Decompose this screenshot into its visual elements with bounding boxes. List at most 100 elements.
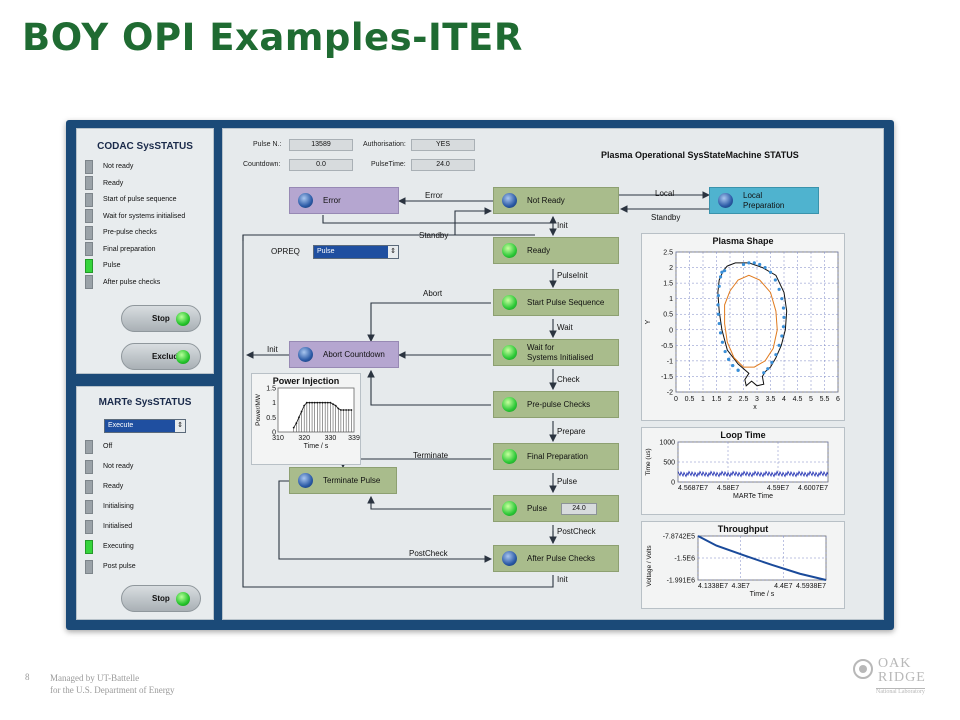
oak-leaf-icon <box>853 659 873 679</box>
status-led-icon <box>85 499 93 514</box>
data-point <box>766 367 770 371</box>
state-pre-pulse-checks[interactable]: Pre-pulse Checks <box>493 391 619 418</box>
marte-status-label: Post pulse <box>103 563 136 570</box>
data-point <box>781 325 786 329</box>
data-point <box>716 303 720 307</box>
state-indicator-icon <box>718 193 733 208</box>
x-axis-label: Time / s <box>304 443 329 450</box>
state-indicator-icon <box>502 449 517 464</box>
plasma-shape-title: Plasma Shape <box>712 236 774 246</box>
marte-stop-status-led <box>176 592 190 606</box>
status-led-icon <box>85 176 93 190</box>
pulse-time-field: 24.0 <box>561 502 598 515</box>
state-start-pulse-sequence[interactable]: Start Pulse Sequence <box>493 289 619 316</box>
data-point <box>727 357 731 361</box>
loop-time-title: Loop Time <box>720 430 766 440</box>
x-axis-label: Time / s <box>750 591 775 598</box>
y-tick-label: 1.5 <box>663 281 673 288</box>
marte-status-row: Off <box>85 439 112 454</box>
x-tick-label: 4.5 <box>793 396 803 403</box>
marte-mode-select[interactable]: Execute ⇕ <box>104 419 186 433</box>
codac-stop-button[interactable]: Stop <box>121 305 201 332</box>
state-local-preparation[interactable]: Local Preparation <box>709 187 819 214</box>
codac-exclude-button[interactable]: Exclude <box>121 343 201 370</box>
state-indicator-icon <box>298 473 313 488</box>
x-tick-label: 0.5 <box>685 396 695 403</box>
data-point <box>723 269 727 273</box>
marte-status-label: Initialised <box>103 523 133 530</box>
opreq-select[interactable]: Pulse ⇕ <box>313 245 399 259</box>
state-error[interactable]: Error <box>289 187 399 214</box>
codac-status-label: Start of pulse sequence <box>103 196 177 203</box>
state-indicator-icon <box>502 345 517 360</box>
pulse-number-field: 13589 <box>289 139 353 151</box>
oak-ridge-logo: OAK RIDGE National Laboratory <box>852 656 937 702</box>
transition-abort: Abort <box>423 289 443 298</box>
marte-status-label: Off <box>103 443 113 450</box>
status-led-icon <box>85 209 93 223</box>
marte-status-row: Initialised <box>85 519 132 534</box>
codac-status-row: Not ready <box>85 159 133 174</box>
opreq-label: OPREQ <box>271 247 300 256</box>
y-tick-label: 0.5 <box>266 415 276 422</box>
transition-init-top: Init <box>557 221 568 230</box>
status-led-icon <box>85 159 93 174</box>
state-machine-panel: Pulse N.: 13589 Authorisation: YES Count… <box>222 128 884 620</box>
status-led-icon <box>85 192 93 207</box>
y-tick-label: -1.5E6 <box>674 556 695 563</box>
y-tick-label: 0 <box>272 430 276 437</box>
transition-terminate: Terminate <box>413 451 449 460</box>
state-indicator-icon <box>298 193 313 208</box>
status-led-icon <box>85 519 93 534</box>
state-not-ready[interactable]: Not Ready <box>493 187 619 214</box>
power-line <box>293 402 352 428</box>
codac-status-row: Wait for systems initialised <box>85 209 185 224</box>
authorisation-field: YES <box>411 139 475 151</box>
x-tick-label: 3 <box>755 396 759 403</box>
data-point <box>774 353 778 357</box>
marte-status-label: Executing <box>103 543 134 550</box>
state-pulse[interactable]: Pulse 24.0 <box>493 495 619 522</box>
slide-title: BOY OPI Examples-ITER <box>22 16 523 59</box>
data-point <box>736 368 740 372</box>
shape-outline <box>724 274 778 368</box>
x-tick-label: 2 <box>728 396 732 403</box>
x-tick-label: 1 <box>701 396 705 403</box>
footer-line-1: Managed by UT-Battelle <box>50 673 140 683</box>
y-tick-label: -1.991E6 <box>667 578 696 585</box>
exclude-status-led <box>176 350 190 364</box>
state-local-label-1: Local <box>743 190 763 200</box>
transition-arrows <box>242 191 711 588</box>
state-ready[interactable]: Ready <box>493 237 619 264</box>
data-point <box>716 312 720 316</box>
codac-status-label: Wait for systems initialised <box>103 212 186 220</box>
y-tick-label: 0 <box>669 327 673 334</box>
x-tick-label: 6 <box>836 396 840 403</box>
data-point <box>716 293 720 298</box>
marte-mode-value: Execute <box>108 422 134 429</box>
footer-text: Managed by UT-Battelle for the U.S. Depa… <box>50 672 175 696</box>
state-final-preparation[interactable]: Final Preparation <box>493 443 619 470</box>
x-tick-label: 4.6007E7 <box>798 485 828 492</box>
state-abort-countdown[interactable]: Abort Countdown <box>289 341 399 368</box>
state-terminate-label: Terminate Pulse <box>323 476 381 485</box>
logo-line-1: OAK <box>878 656 912 671</box>
state-after-pulse-checks[interactable]: After Pulse Checks <box>493 545 619 572</box>
state-wait-systems-initialised[interactable]: Wait for Systems Initialised <box>493 339 619 366</box>
codac-status-row: After pulse checks <box>85 275 160 290</box>
data-point <box>777 287 781 291</box>
state-terminate-pulse[interactable]: Terminate Pulse <box>289 467 397 494</box>
state-wait-label-2: Systems Initialised <box>527 352 594 362</box>
transition-init-left: Init <box>267 345 278 354</box>
marte-stop-button[interactable]: Stop <box>121 585 201 612</box>
y-tick-label: 1.5 <box>266 386 276 393</box>
state-indicator-icon <box>298 347 313 362</box>
y-tick-label: 2 <box>669 265 673 272</box>
x-tick-label: 4.4E7 <box>774 583 792 590</box>
status-led-icon <box>85 258 93 273</box>
